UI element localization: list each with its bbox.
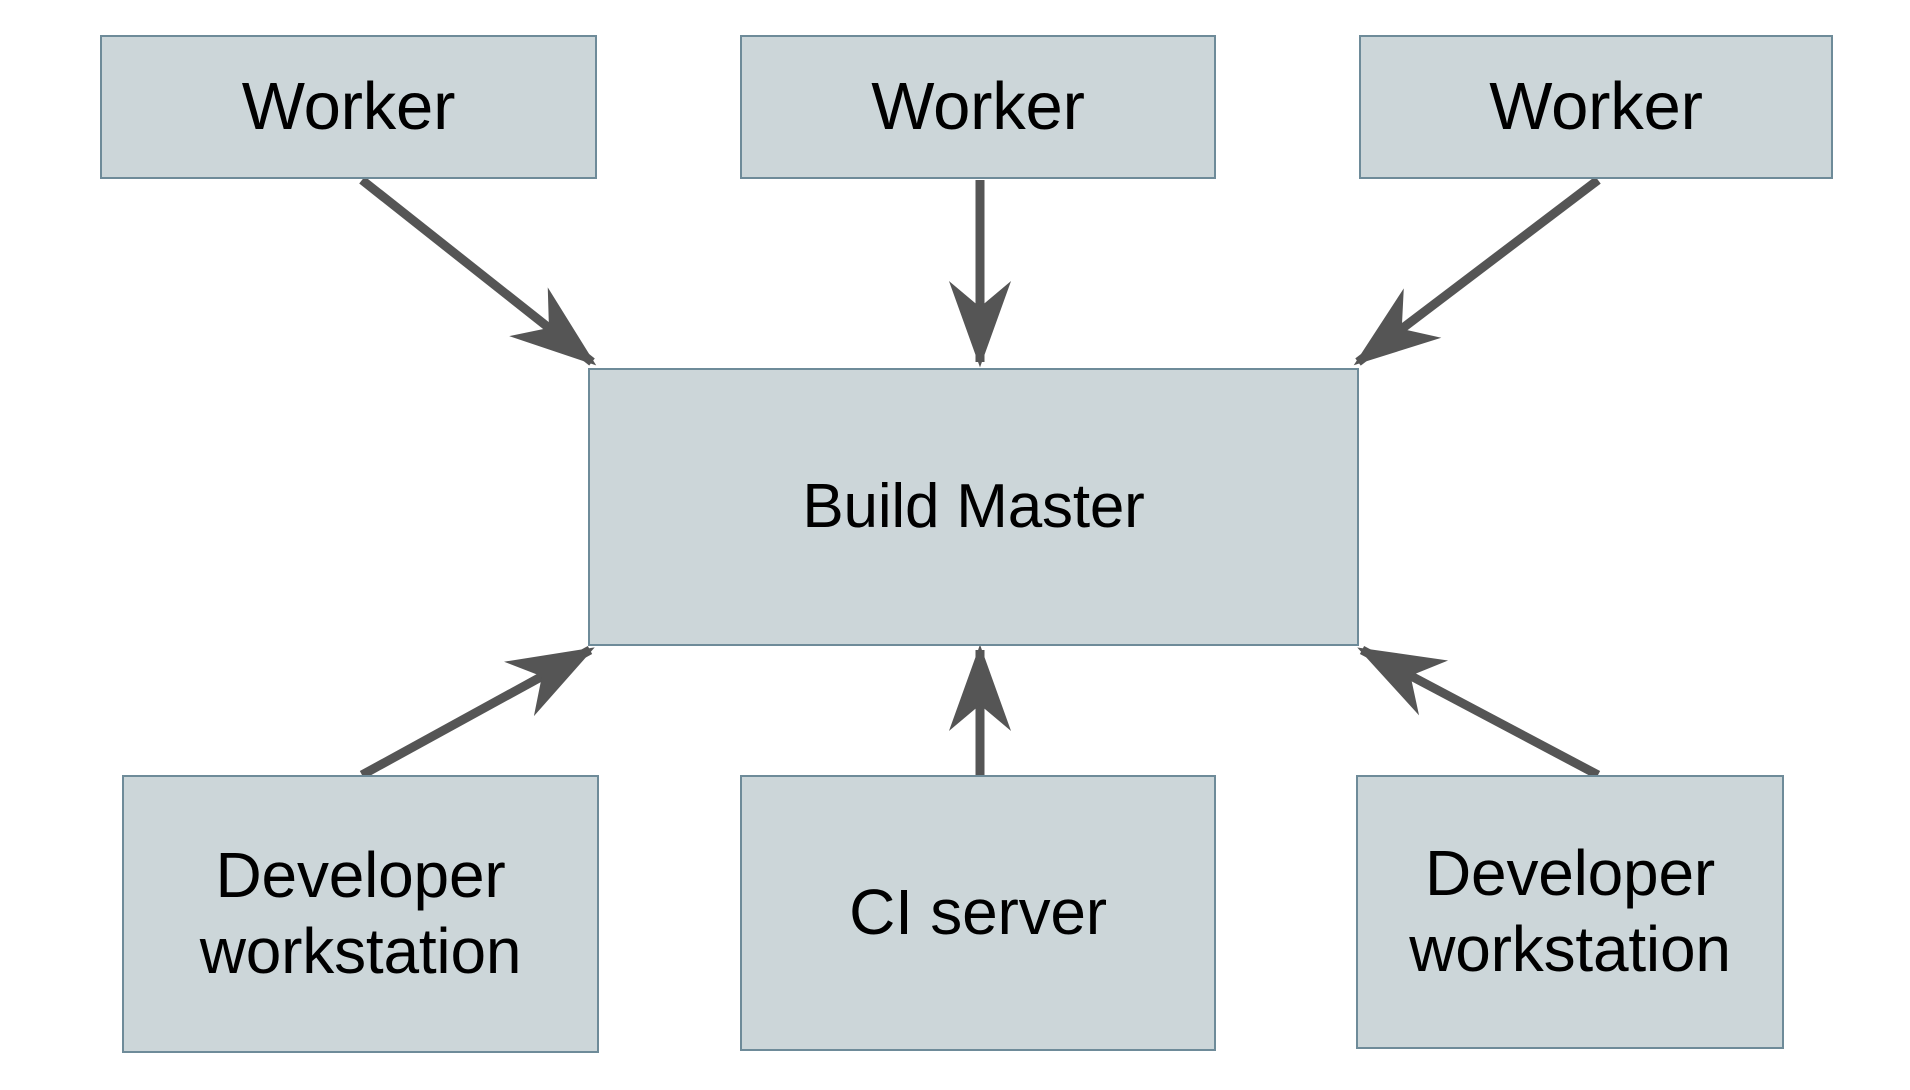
edge-dev-right-to-master	[1357, 646, 1601, 779]
node-label: CI server	[849, 876, 1107, 949]
edge-dev-left-to-master	[359, 646, 595, 779]
node-build-master[interactable]: Build Master	[588, 368, 1359, 646]
node-worker-right[interactable]: Worker	[1359, 35, 1833, 179]
node-label: Worker	[871, 69, 1085, 145]
node-label: Worker	[1489, 69, 1703, 145]
edge-worker-left-to-master	[359, 176, 597, 366]
node-worker-mid[interactable]: Worker	[740, 35, 1216, 179]
node-label: Developer workstation	[199, 839, 522, 987]
node-worker-left[interactable]: Worker	[100, 35, 597, 179]
node-ci-server[interactable]: CI server	[740, 775, 1216, 1051]
node-developer-workstation-left[interactable]: Developer workstation	[122, 775, 599, 1053]
node-label: Build Master	[802, 472, 1145, 542]
node-developer-workstation-right[interactable]: Developer workstation	[1356, 775, 1784, 1049]
node-label: Developer workstation	[1409, 837, 1731, 985]
node-label: Worker	[241, 69, 456, 145]
edge-worker-right-to-master	[1353, 176, 1601, 366]
